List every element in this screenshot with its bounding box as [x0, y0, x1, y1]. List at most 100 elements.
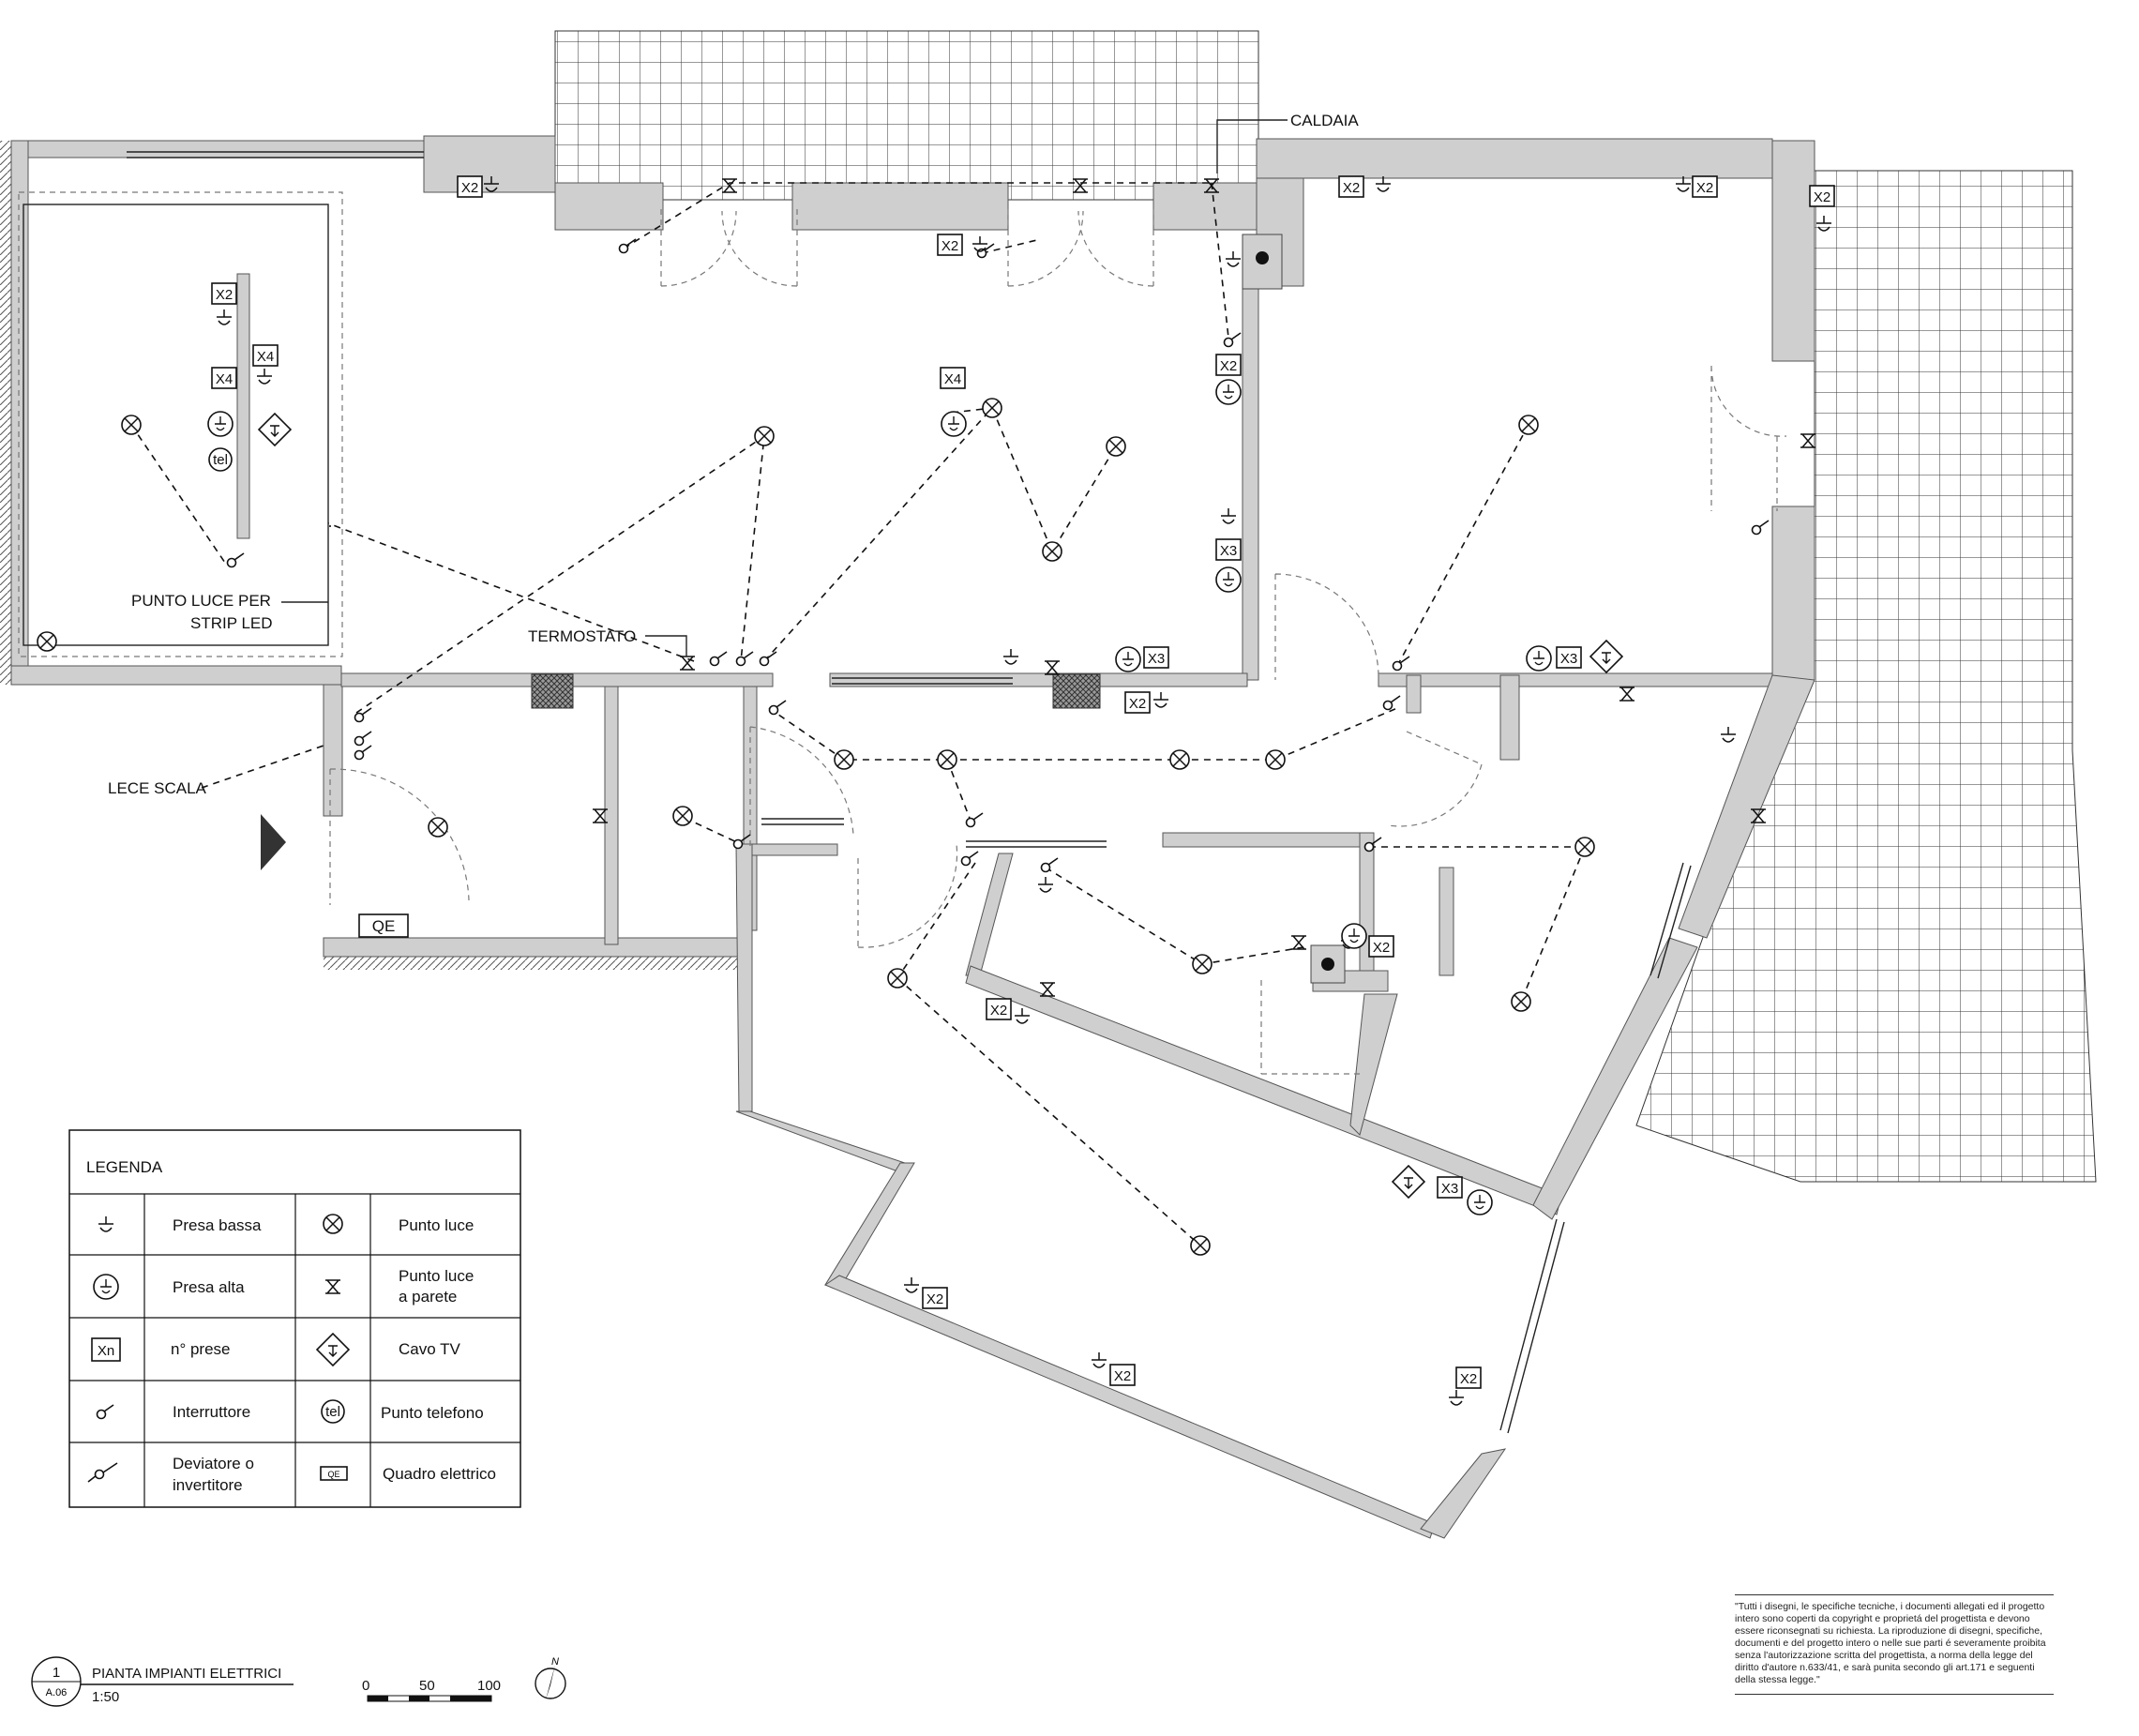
svg-text:N: N: [551, 1656, 559, 1668]
svg-text:0: 0: [362, 1678, 369, 1694]
outlet-tags: X2 X2 X2 X2 X2 X2 X3 X2 X4 X4 X4 X3 X2 X…: [211, 175, 1835, 1389]
tag-x4: X4: [252, 344, 279, 367]
svg-text:LECE SCALA: LECE SCALA: [108, 779, 207, 797]
tag-x2: X2: [1455, 1366, 1482, 1389]
svg-text:PUNTO LUCE PER: PUNTO LUCE PER: [131, 592, 271, 610]
tag-x2: X2: [986, 998, 1012, 1020]
tag-x2: X2: [922, 1287, 948, 1309]
entrance-arrow-icon: [261, 814, 286, 870]
electrical-panel: QE: [358, 913, 409, 938]
exterior-hatch-bottom: [324, 957, 750, 970]
socket-count-icon: Xn: [91, 1337, 121, 1362]
tag-x4: X4: [211, 367, 237, 389]
bedroom-dash-outline: [18, 191, 343, 657]
svg-text:Xn: Xn: [98, 1343, 114, 1359]
svg-text:n° prese: n° prese: [171, 1340, 231, 1358]
svg-text:X2: X2: [1114, 1368, 1131, 1384]
high-sockets: [207, 379, 1552, 1215]
tv-points: [258, 413, 1623, 1199]
svg-text:X2: X2: [1373, 940, 1390, 956]
column-2: [1052, 673, 1101, 709]
svg-text:QE: QE: [327, 1470, 339, 1479]
phone-point-icon: tel: [321, 1399, 345, 1424]
copyright-note: "Tutti i disegni, le specifiche tecniche…: [1735, 1594, 2054, 1695]
boiler-icon: [1256, 251, 1269, 264]
svg-text:Deviatore o: Deviatore o: [173, 1455, 254, 1472]
tag-x2: X2: [1692, 175, 1718, 198]
ceiling-light-icon: [323, 1214, 343, 1234]
svg-text:1:50: 1:50: [92, 1689, 119, 1705]
tag-x2: X2: [937, 234, 963, 256]
svg-text:PIANTA IMPIANTI ELETTRICI: PIANTA IMPIANTI ELETTRICI: [92, 1666, 281, 1682]
svg-text:invertitore: invertitore: [173, 1476, 243, 1494]
legend: LEGENDA Presa bassa Punto luce Presa alt…: [68, 1129, 521, 1508]
tag-x3: X3: [1215, 538, 1242, 561]
tag-x2: X2: [211, 282, 237, 305]
title-block: 1 A.06 PIANTA IMPIANTI ELETTRICI 1:50: [31, 1656, 294, 1707]
svg-text:A.06: A.06: [46, 1687, 68, 1698]
shaft-icon: [1321, 958, 1334, 971]
svg-text:X4: X4: [257, 349, 274, 365]
svg-text:1: 1: [53, 1665, 60, 1681]
svg-text:STRIP LED: STRIP LED: [190, 614, 273, 632]
tag-x2: X2: [1124, 691, 1151, 714]
svg-text:X2: X2: [926, 1291, 943, 1307]
phone-point-icon: tel: [208, 447, 233, 472]
svg-text:X2: X2: [1814, 189, 1830, 205]
shaft-box: [1310, 944, 1346, 984]
tag-x4: X4: [940, 367, 966, 389]
svg-text:a parete: a parete: [399, 1288, 457, 1306]
svg-text:X2: X2: [941, 238, 958, 254]
svg-text:X2: X2: [990, 1003, 1007, 1019]
tag-x2: X2: [457, 175, 483, 198]
exterior-hatch-west: [0, 141, 13, 685]
door-swings: [127, 151, 1787, 1434]
tag-x2: X2: [1809, 185, 1835, 207]
svg-text:X3: X3: [1220, 543, 1237, 559]
svg-text:Presa alta: Presa alta: [173, 1278, 245, 1296]
svg-text:tel: tel: [325, 1404, 340, 1420]
svg-text:Punto luce: Punto luce: [399, 1267, 474, 1285]
svg-text:X2: X2: [1129, 696, 1146, 712]
tag-x3: X3: [1143, 646, 1169, 669]
svg-text:X2: X2: [1696, 180, 1713, 196]
svg-text:TERMOSTATO: TERMOSTATO: [528, 627, 636, 645]
tag-x3: X3: [1556, 646, 1582, 669]
bed-headboard: [236, 273, 250, 539]
svg-text:X2: X2: [461, 180, 478, 196]
svg-text:X3: X3: [1148, 651, 1165, 667]
two-way-switch-icon: [87, 1462, 118, 1483]
svg-text:QE: QE: [372, 917, 396, 935]
callout-lece-scala: LECE SCALA: [108, 779, 207, 797]
svg-text:100: 100: [477, 1678, 501, 1694]
north-arrow-icon: N: [535, 1656, 566, 1699]
svg-text:Interruttore: Interruttore: [173, 1403, 250, 1421]
svg-text:X3: X3: [1441, 1181, 1458, 1197]
scale-bar: 0 50 100: [362, 1678, 501, 1702]
svg-text:CALDAIA: CALDAIA: [1290, 112, 1359, 129]
balcony-north: [554, 30, 1259, 201]
svg-text:Quadro elettrico: Quadro elettrico: [383, 1465, 496, 1483]
callout-strip-led: PUNTO LUCE PER STRIP LED: [131, 592, 328, 632]
svg-text:X4: X4: [944, 371, 961, 387]
svg-text:X3: X3: [1560, 651, 1577, 667]
svg-text:X2: X2: [1220, 358, 1237, 374]
switches: [226, 238, 1770, 873]
electrical-panel-icon: QE: [320, 1466, 348, 1481]
bedroom-platform: [23, 204, 329, 646]
column-1: [531, 673, 574, 709]
tag-x2: X2: [1215, 354, 1242, 376]
svg-text:50: 50: [419, 1678, 435, 1694]
svg-text:X2: X2: [216, 287, 233, 303]
svg-text:Presa bassa: Presa bassa: [173, 1216, 262, 1234]
svg-text:Punto luce: Punto luce: [399, 1216, 474, 1234]
high-socket-icon: [93, 1274, 119, 1300]
tag-x2: X2: [1368, 935, 1394, 958]
tag-x2: X2: [1109, 1364, 1136, 1386]
tag-x2: X2: [1338, 175, 1364, 198]
legend-title: LEGENDA: [86, 1158, 163, 1176]
tag-x3: X3: [1437, 1176, 1463, 1199]
svg-text:X2: X2: [1460, 1371, 1477, 1387]
svg-text:tel: tel: [213, 452, 228, 468]
